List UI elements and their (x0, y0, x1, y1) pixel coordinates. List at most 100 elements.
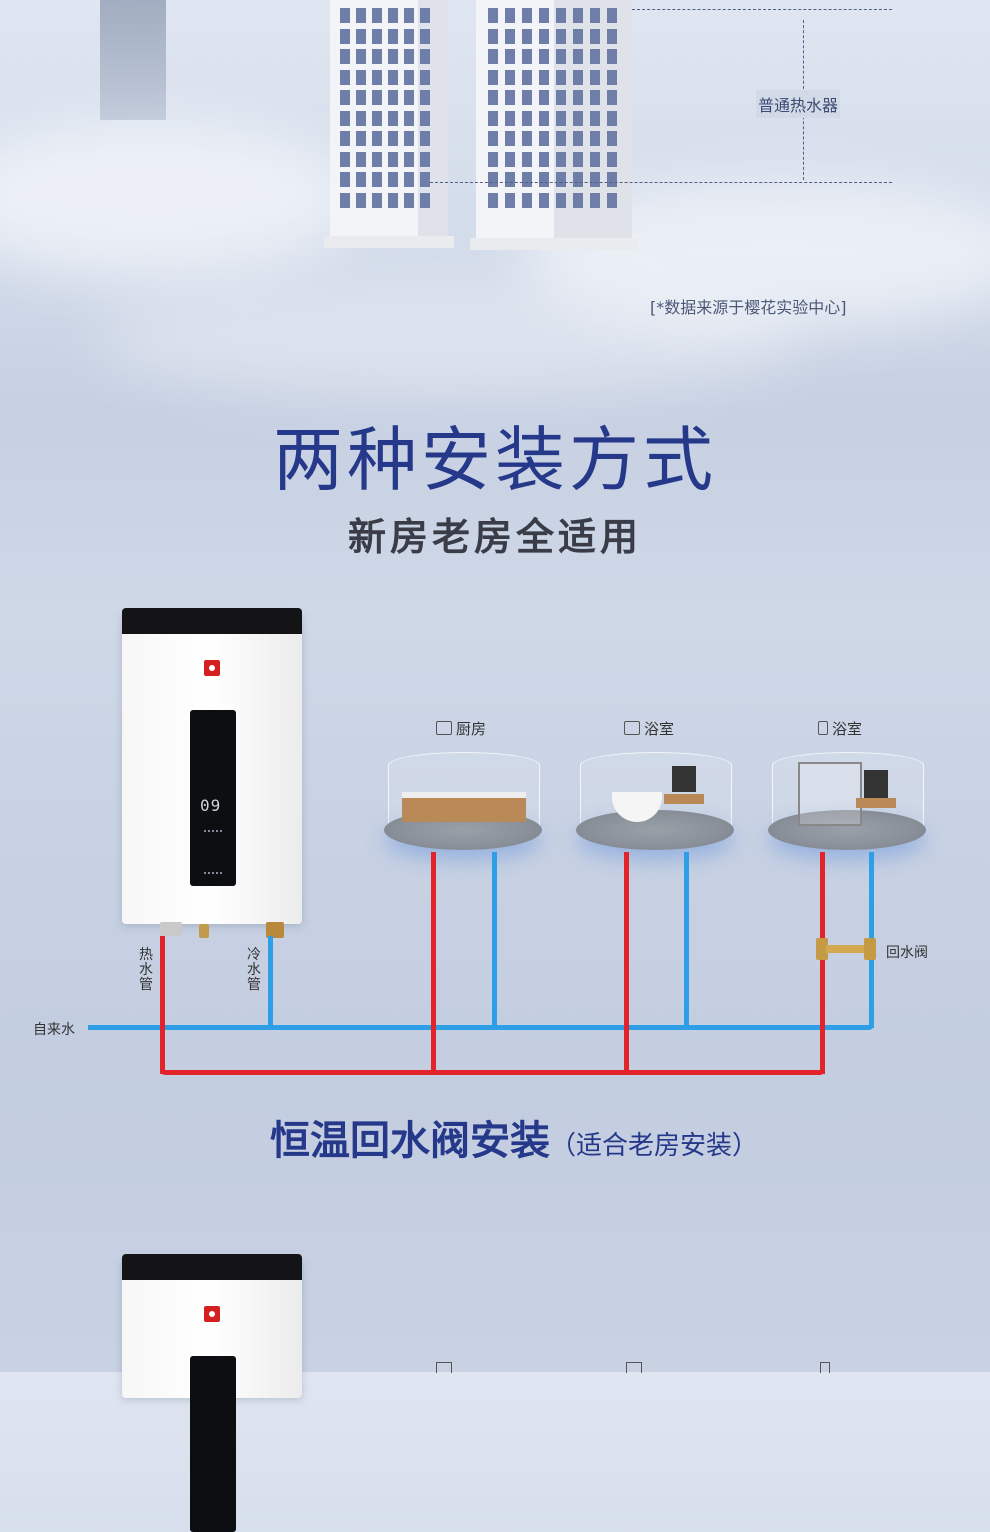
building-window (404, 172, 414, 187)
cold-riser-bath1 (684, 852, 689, 1028)
building-window (590, 192, 600, 208)
building-window (404, 90, 414, 105)
method-title-note: （适合老房安装） (550, 1131, 759, 1161)
building-window (607, 192, 617, 208)
building-window (573, 69, 583, 85)
method-title-main: 恒温回水阀安装 (270, 1118, 550, 1164)
building-window (388, 131, 398, 146)
building-window (607, 172, 617, 187)
building-window (372, 110, 382, 126)
building-window (539, 151, 549, 167)
background-skyscraper (100, 0, 166, 120)
building-window (607, 28, 617, 44)
building-window (420, 49, 430, 64)
building-window (539, 90, 549, 105)
building-window (505, 110, 515, 126)
building-window (590, 28, 600, 44)
building-window (505, 8, 515, 23)
building-window (340, 172, 350, 187)
vanity-2 (856, 798, 896, 808)
building-window (388, 69, 398, 85)
building-window (522, 172, 532, 187)
building-window (340, 151, 350, 167)
building-window (340, 192, 350, 208)
building-window (356, 110, 366, 126)
temperature-display: 09 (200, 796, 222, 815)
heater-top-cap (122, 608, 302, 634)
mirror-2 (864, 770, 888, 798)
building-window (556, 110, 566, 126)
building-window (488, 90, 498, 105)
room-kitchen (384, 752, 542, 862)
reference-line-top (632, 9, 892, 10)
vanity (664, 794, 704, 804)
sakura-logo-icon (204, 660, 220, 676)
sakura-logo-icon-2 (204, 1306, 220, 1322)
building-window (356, 131, 366, 146)
building-window (488, 28, 498, 44)
building-window (590, 172, 600, 187)
building-window (404, 110, 414, 126)
building-window (420, 28, 430, 44)
hot-riser-heater (160, 936, 165, 1074)
building-window (573, 90, 583, 105)
building-window (505, 49, 515, 64)
building-window (488, 131, 498, 146)
building-window (556, 131, 566, 146)
shower-icon (818, 721, 828, 735)
building-window (556, 69, 566, 85)
building-window (522, 151, 532, 167)
building-window (340, 110, 350, 126)
water-heater-2 (122, 1254, 302, 1532)
building-window (372, 172, 382, 187)
building-window (356, 90, 366, 105)
bathtub-icon (624, 721, 640, 735)
room-label-bathroom-2: 浴室 (818, 718, 862, 739)
building-window (388, 192, 398, 208)
building-window (573, 192, 583, 208)
section-subtitle: 新房老房全适用 (347, 515, 642, 559)
hot-pipe-label: 热水管 (139, 947, 153, 993)
building-window (539, 8, 549, 23)
building-window (372, 8, 382, 23)
building-window (607, 69, 617, 85)
building-window (420, 90, 430, 105)
control-panel-2 (190, 1356, 236, 1532)
partial-room-labels (436, 1362, 876, 1373)
building-window (388, 172, 398, 187)
building-window (420, 110, 430, 126)
section-title: 两种安装方式 (273, 419, 717, 501)
kitchen-icon (436, 721, 452, 735)
building-window (488, 192, 498, 208)
cold-riser-heater (268, 936, 273, 1028)
room-bathroom-2 (768, 752, 926, 862)
building-window (488, 8, 498, 23)
building-window (573, 151, 583, 167)
panel-buttons (204, 830, 222, 874)
building-window (388, 110, 398, 126)
building-window (539, 49, 549, 64)
building-window (607, 90, 617, 105)
building-window (388, 90, 398, 105)
building-window (607, 131, 617, 146)
building-window (372, 192, 382, 208)
building-window (404, 8, 414, 23)
source-note: [*数据来源于樱花实验中心] (650, 298, 847, 317)
building-window (556, 151, 566, 167)
building-window (356, 151, 366, 167)
building-window (340, 90, 350, 105)
mirror (672, 766, 696, 792)
building-window (404, 192, 414, 208)
building-window (420, 8, 430, 23)
building-window (340, 28, 350, 44)
return-valve (816, 938, 876, 960)
building-window (404, 28, 414, 44)
building-window (488, 110, 498, 126)
building-window (372, 49, 382, 64)
building-window (556, 49, 566, 64)
building-window (556, 192, 566, 208)
building-window (522, 192, 532, 208)
building-window (420, 172, 430, 187)
building-window (505, 151, 515, 167)
room-label-kitchen: 厨房 (436, 718, 486, 739)
